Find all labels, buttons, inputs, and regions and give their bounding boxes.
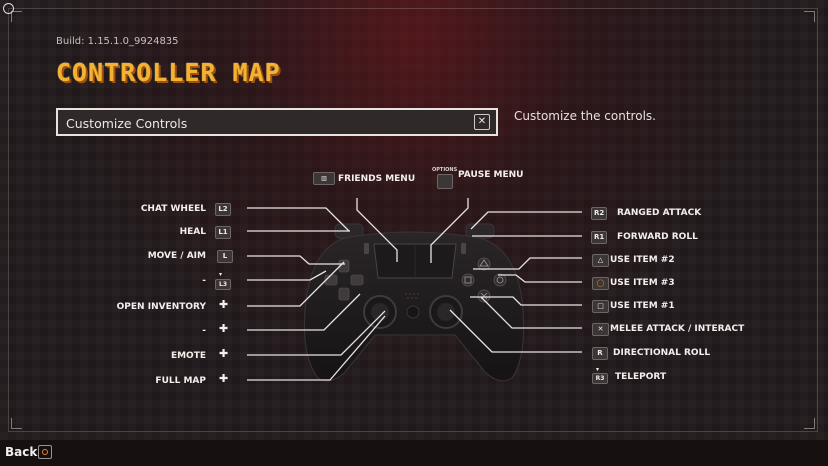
close-icon[interactable]: ✕ [474,114,490,130]
r2-button-glyph: R2 [591,207,608,220]
l3-press-arrow-icon: ▾ [219,271,223,278]
options-button-glyph [437,174,453,189]
screen-frame [8,8,818,432]
circle-button-icon: ◯ [592,277,609,290]
binding-label-heal: HEAL [179,227,206,237]
circle-button-icon[interactable] [38,445,52,459]
footer-bar [0,440,828,466]
dpad-up-icon: ✚ [219,298,229,311]
dpad-down-icon: ✚ [219,372,229,385]
left-stick-glyph: L [217,250,233,263]
binding-label-open-inventory: OPEN INVENTORY [116,302,206,312]
l1-button-glyph: L1 [215,226,231,239]
share-button-icon [364,243,369,254]
page-title: CONTROLLER MAP [56,58,281,87]
l2-button-glyph: L2 [215,203,231,216]
binding-label-use-item-2: USE ITEM #2 [610,255,675,265]
background [0,0,828,440]
customize-controls-field[interactable]: Customize Controls ✕ [56,108,498,136]
binding-label-forward-roll: FORWARD ROLL [617,232,698,242]
ps-button-icon [406,305,420,319]
options-caption: OPTIONS [432,167,458,173]
dpad-right-icon: ✚ [219,322,229,335]
customize-controls-text: Customize Controls [66,116,188,131]
dpad-left-icon: ✚ [219,347,229,360]
binding-label-unassigned-l3: - [202,276,206,286]
share-button-glyph: ▥ [313,172,335,185]
build-version: Build: 1.15.1.0_9924835 [56,36,179,47]
app-logo-icon [3,3,14,14]
cross-button-icon: ✕ [592,323,609,336]
binding-label-emote: EMOTE [170,351,206,361]
back-button[interactable]: Back [5,445,38,459]
binding-label-use-item-1: USE ITEM #1 [610,301,675,311]
binding-label-directional-roll: DIRECTIONAL ROLL [613,348,711,358]
triangle-button-icon: △ [592,254,609,267]
square-button-icon: □ [592,300,609,313]
binding-label-chat-wheel: CHAT WHEEL [140,204,206,214]
binding-label-move-aim: MOVE / AIM [147,251,206,261]
binding-label-full-map: FULL MAP [155,376,206,386]
binding-label-unassigned-dpad-right: - [202,326,206,336]
binding-label-ranged-attack: RANGED ATTACK [617,208,702,218]
controller-diagram [247,198,582,382]
pause-menu-label: PAUSE MENU [458,170,524,180]
r1-button-glyph: R1 [591,231,608,244]
right-stick-glyph: R [592,347,608,360]
r3-press-arrow-icon: ▾ [596,366,600,373]
options-button-icon [461,243,466,254]
binding-label-melee-attack: MELEE ATTACK / INTERACT [610,324,745,334]
binding-label-teleport: TELEPORT [615,372,667,382]
friends-menu-label: FRIENDS MENU [338,174,416,184]
setting-description: Customize the controls. [514,109,656,123]
binding-label-use-item-3: USE ITEM #3 [610,278,675,288]
l3-button-glyph: L3 [215,279,231,290]
r3-button-glyph: R3 [592,373,608,384]
